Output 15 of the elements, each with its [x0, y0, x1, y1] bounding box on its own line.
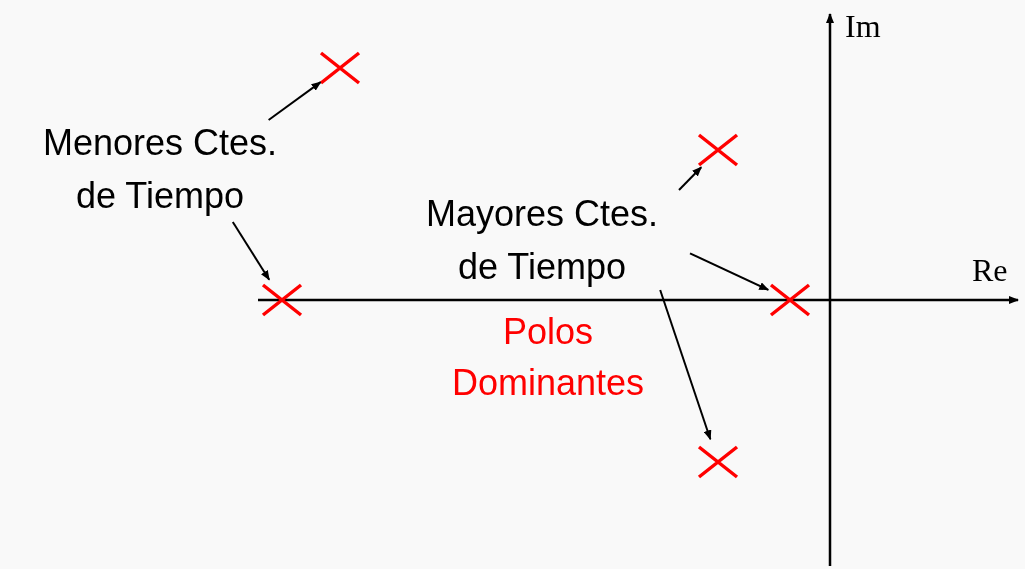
cross-mark [261, 283, 303, 317]
cross-mark [319, 51, 361, 85]
annotation-text: Mayores Ctes. de Tiempo [412, 187, 672, 293]
cross-mark [769, 283, 811, 317]
arrow [659, 289, 712, 441]
arrow [231, 221, 271, 281]
annotation-text: Polos Dominantes [450, 310, 646, 405]
cross-mark [697, 133, 739, 167]
arrow [267, 81, 322, 121]
annotation-text: Menores Ctes. de Tiempo [30, 116, 290, 222]
arrow [678, 166, 703, 191]
axis-label: Re [972, 252, 1008, 289]
axis-label: Im [845, 8, 881, 45]
arrow [689, 252, 770, 291]
cross-mark [697, 445, 739, 479]
